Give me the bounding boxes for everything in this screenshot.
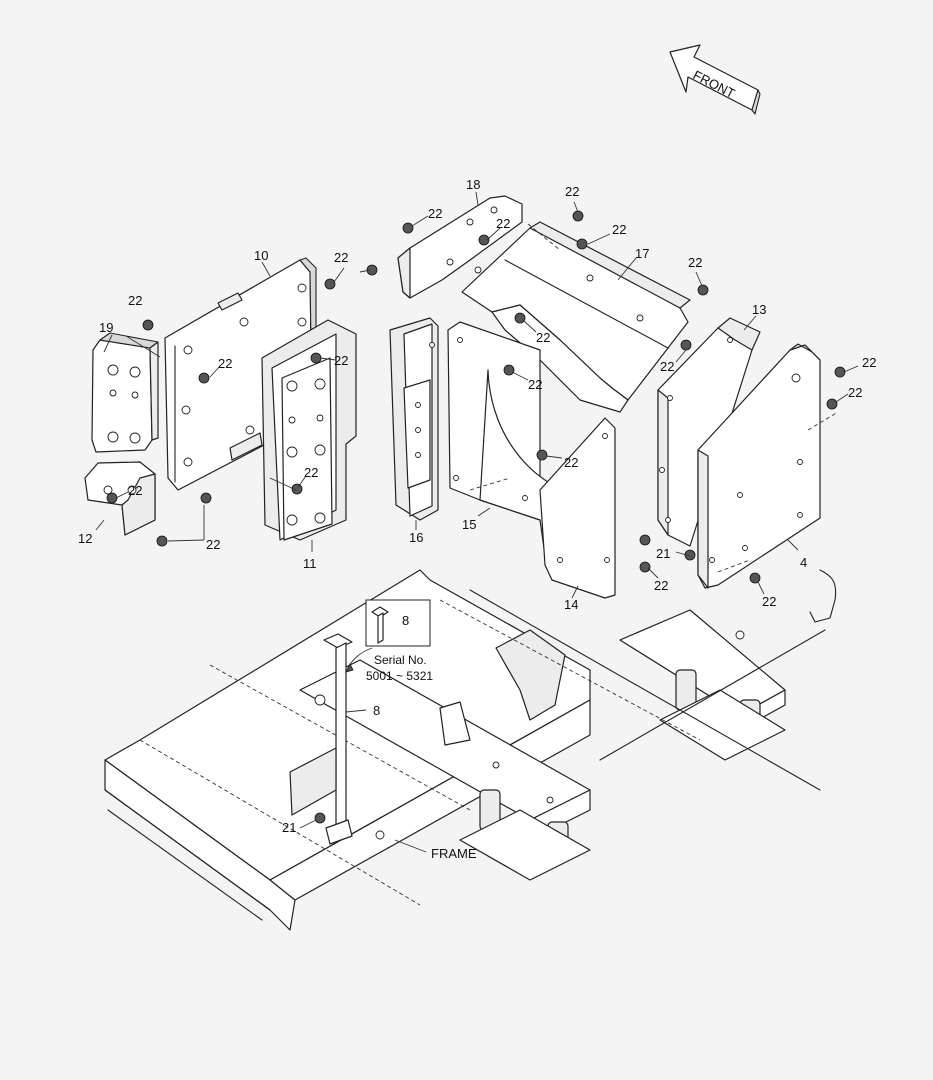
callout-8: 8 [373, 703, 380, 718]
callout-22: 22 [128, 293, 142, 308]
callout-22: 22 [218, 356, 232, 371]
callout-11: 11 [303, 556, 317, 571]
callout-22: 22 [848, 385, 862, 400]
callout-16: 16 [409, 530, 423, 545]
callout-22: 22 [564, 455, 578, 470]
callout-22: 22 [660, 359, 674, 374]
part-4-panel [697, 343, 821, 589]
callout-13: 13 [752, 302, 766, 317]
callout-22: 22 [536, 330, 550, 345]
callout-14: 14 [564, 597, 578, 612]
callout-22: 22 [565, 184, 579, 199]
front-arrow: FRONT [669, 44, 761, 115]
callout-22: 22 [334, 250, 348, 265]
callout-22: 22 [528, 377, 542, 392]
callout-22: 22 [612, 222, 626, 237]
callout-22: 22 [428, 206, 442, 221]
callout-18: 18 [466, 177, 480, 192]
part-18-bracket [397, 195, 523, 299]
part-14-panel [539, 417, 616, 599]
callout-17: 17 [635, 246, 649, 261]
part-8-post [289, 633, 353, 845]
leader-lines [95, 191, 859, 853]
callout-19: 19 [99, 320, 113, 335]
serial-line-2: 5001 ~ 5321 [366, 669, 433, 683]
callout-22: 22 [128, 483, 142, 498]
callout-4: 4 [800, 555, 807, 570]
serial-part-number: 8 [402, 613, 409, 628]
part-12-bracket [84, 461, 156, 536]
callout-10: 10 [254, 248, 268, 263]
callout-labels: 10 19 22 22 22 22 18 22 22 22 11 16 22 1… [78, 177, 876, 861]
callout-21: 21 [656, 546, 670, 561]
callout-22: 22 [304, 465, 318, 480]
callout-15: 15 [462, 517, 476, 532]
callout-22: 22 [762, 594, 776, 609]
callout-22: 22 [688, 255, 702, 270]
part-19-bracket [91, 332, 159, 453]
frame-label: FRAME [431, 846, 477, 861]
callout-22: 22 [206, 537, 220, 552]
bolts [106, 210, 846, 824]
serial-note: 8 Serial No. 5001 ~ 5321 [345, 599, 433, 683]
callout-22: 22 [862, 355, 876, 370]
callout-21: 21 [282, 820, 296, 835]
part-16-channel [389, 317, 439, 521]
callout-12: 12 [78, 531, 92, 546]
callout-22: 22 [334, 353, 348, 368]
serial-line-1: Serial No. [374, 653, 427, 667]
callout-22: 22 [654, 578, 668, 593]
part-13-panel [657, 317, 761, 547]
frame-structure [104, 569, 837, 931]
callout-22: 22 [496, 216, 510, 231]
